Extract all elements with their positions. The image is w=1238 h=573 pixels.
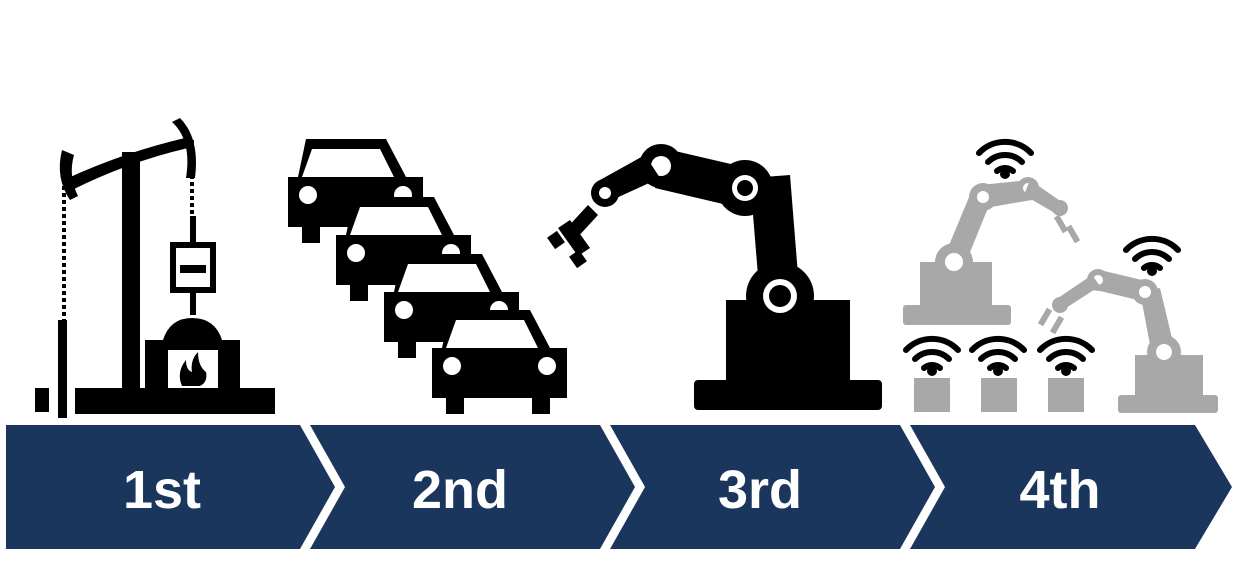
connected-robots-wifi-icon [903, 138, 1218, 413]
stage-label-4th: 4th [1019, 460, 1101, 520]
oil-pump-steam-engine-icon [35, 118, 275, 418]
gray-robot-1 [903, 177, 1081, 325]
stage-label-3rd: 3rd [717, 460, 803, 520]
sensor-blocks [914, 378, 1084, 412]
robotic-arm-icon [547, 144, 882, 410]
stage-label-2nd: 2nd [411, 460, 508, 520]
stage-arrow-4th [910, 425, 1232, 549]
wifi-icon [903, 138, 1181, 371]
timeline-band [6, 425, 1232, 549]
stage-arrow-1st [6, 425, 335, 549]
gray-robot-2 [1037, 269, 1218, 413]
car-assembly-line-icon [288, 139, 567, 414]
stage-arrow-2nd [310, 425, 635, 549]
stage-arrow-3rd [610, 425, 935, 549]
car-4 [432, 310, 567, 414]
stage-label-1st: 1st [122, 460, 202, 520]
